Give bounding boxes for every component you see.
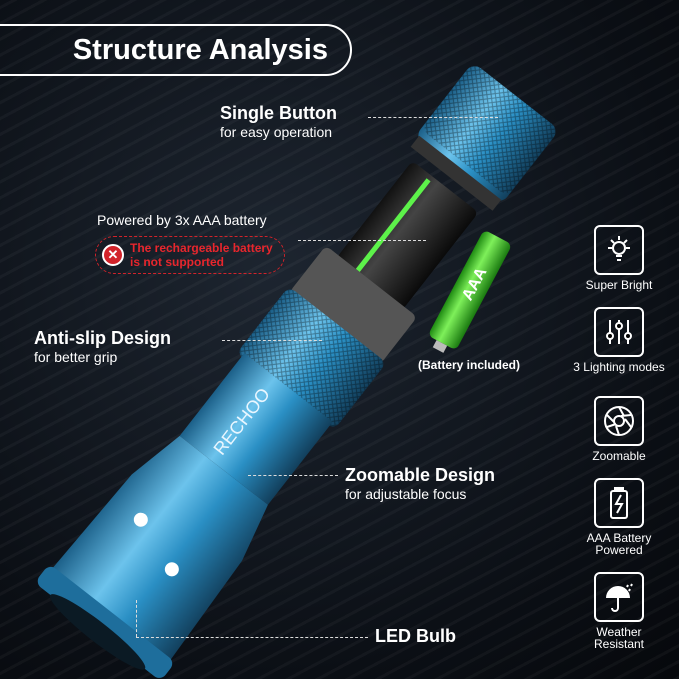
leader-line <box>136 637 368 638</box>
feature-label: 3 Lighting modes <box>573 360 665 374</box>
battery-bolt-icon <box>594 478 644 528</box>
callout-zoomable: Zoomable Design for adjustable focus <box>345 465 495 502</box>
callout-anti-slip: Anti-slip Design for better grip <box>34 328 171 365</box>
warning-text: The rechargeable battery <box>130 241 273 255</box>
x-circle-icon: ✕ <box>102 244 124 266</box>
feature-label: Weather Resistant <box>593 625 645 651</box>
page-title: Structure Analysis <box>0 24 352 76</box>
callout-sub: for adjustable focus <box>345 486 467 502</box>
callout-heading: Powered by 3x AAA battery <box>97 212 267 228</box>
feature-label: Zoomable <box>592 449 646 463</box>
aperture-icon <box>594 396 644 446</box>
callout-single-button: Single Button for easy operation <box>220 103 337 140</box>
warning-text: is not supported <box>130 255 224 269</box>
leader-line <box>222 340 322 341</box>
feature-weather-resistant: Weather Resistant <box>592 572 646 650</box>
callout-heading: Single Button <box>220 103 337 123</box>
sliders-icon <box>594 307 644 357</box>
callout-heading: Anti-slip Design <box>34 328 172 348</box>
battery-included-label: (Battery included) <box>418 358 521 372</box>
callout-sub: for better grip <box>34 349 118 365</box>
feature-label: Super Bright <box>585 278 653 292</box>
leader-line <box>298 240 426 241</box>
leader-line <box>248 475 338 476</box>
callout-heading: Zoomable Design <box>345 465 496 485</box>
leader-line <box>368 117 498 118</box>
feature-zoomable: Zoomable <box>592 396 646 462</box>
feature-lighting-modes: 3 Lighting modes <box>573 307 665 373</box>
callout-battery: Powered by 3x AAA battery <box>97 212 267 228</box>
feature-aaa-battery: AAA Battery Powered <box>587 478 651 556</box>
battery-carrier <box>337 163 477 309</box>
callout-led: LED Bulb <box>375 626 456 647</box>
umbrella-rain-icon <box>594 572 644 622</box>
feature-super-bright: Super Bright <box>586 225 652 291</box>
lightbulb-icon <box>594 225 644 275</box>
callout-heading: LED Bulb <box>375 626 456 646</box>
feature-label: AAA Battery Powered <box>586 531 652 557</box>
tail-cap <box>410 66 556 211</box>
callout-sub: for easy operation <box>220 124 333 140</box>
leader-line <box>136 600 137 637</box>
